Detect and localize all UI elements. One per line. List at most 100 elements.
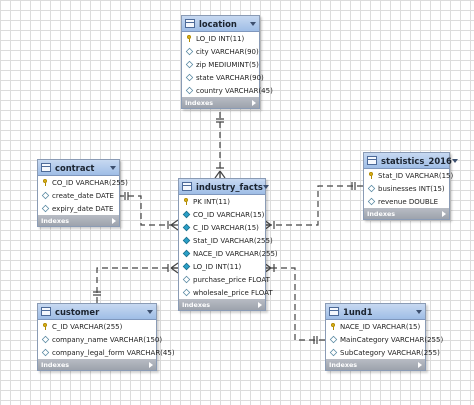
- collapse-arrow-icon[interactable]: [262, 184, 269, 189]
- indexes-section[interactable]: Indexes: [326, 359, 425, 370]
- table-header[interactable]: contract: [38, 160, 119, 176]
- table-header[interactable]: location: [182, 16, 259, 32]
- column-row[interactable]: company_legal_form VARCHAR(45): [38, 346, 175, 359]
- indexes-label: Indexes: [185, 98, 214, 107]
- foreign-key-diamond-icon: [182, 223, 191, 232]
- column-label: businesses INT(15): [378, 184, 445, 193]
- column-row[interactable]: PK INT(11): [179, 195, 265, 208]
- table-name: industry_facts: [196, 181, 263, 192]
- indexes-label: Indexes: [367, 209, 396, 218]
- table-icon: [367, 156, 377, 165]
- column-row[interactable]: C_ID VARCHAR(255): [38, 320, 156, 333]
- relationship-customer-industry-facts[interactable]: [93, 262, 179, 303]
- column-row[interactable]: C_ID VARCHAR(15): [179, 221, 265, 234]
- indexes-section[interactable]: Indexes: [38, 359, 156, 370]
- column-diamond-icon: [329, 348, 338, 357]
- expand-arrow-icon[interactable]: [149, 361, 153, 368]
- indexes-label: Indexes: [41, 216, 70, 225]
- relationship-contract-industry-facts[interactable]: [118, 192, 179, 231]
- table-name: customer: [55, 306, 100, 317]
- primary-key-icon: [42, 179, 49, 186]
- column-row[interactable]: SubCategory VARCHAR(255): [326, 346, 440, 359]
- table-industry-facts[interactable]: industry_facts PK INT(11) CO_ID VARCHAR(…: [178, 178, 278, 311]
- expand-arrow-icon[interactable]: [252, 99, 256, 106]
- table-name: location: [199, 18, 237, 29]
- foreign-key-diamond-icon: [182, 249, 191, 258]
- column-row[interactable]: LO_ID INT(11): [179, 260, 265, 273]
- table-statistics-2016[interactable]: statistics_2016 Stat_ID VARCHAR(15) busi…: [363, 152, 458, 220]
- column-label: Stat_ID VARCHAR(255): [193, 236, 273, 245]
- collapse-arrow-icon[interactable]: [250, 21, 256, 26]
- table-header[interactable]: statistics_2016: [364, 153, 458, 169]
- expand-arrow-icon[interactable]: [418, 361, 422, 368]
- column-row[interactable]: city VARCHAR(90): [182, 45, 259, 58]
- column-label: C_ID VARCHAR(15): [193, 223, 259, 232]
- column-diamond-icon: [367, 184, 376, 193]
- indexes-section[interactable]: Indexes: [38, 215, 119, 226]
- column-label: create_date DATE: [52, 191, 114, 200]
- column-label: NACE_ID VARCHAR(15): [340, 322, 421, 331]
- column-diamond-icon: [41, 348, 50, 357]
- column-label: expiry_date DATE: [52, 204, 114, 213]
- foreign-key-diamond-icon: [182, 210, 191, 219]
- indexes-section[interactable]: Indexes: [179, 299, 265, 310]
- indexes-label: Indexes: [182, 300, 211, 309]
- collapse-arrow-icon[interactable]: [110, 165, 116, 170]
- primary-key-icon: [186, 35, 193, 42]
- column-row[interactable]: Stat_ID VARCHAR(255): [179, 234, 273, 247]
- expand-arrow-icon[interactable]: [112, 217, 116, 224]
- expand-arrow-icon[interactable]: [258, 301, 262, 308]
- column-label: SubCategory VARCHAR(255): [340, 348, 440, 357]
- table-name: contract: [55, 162, 95, 173]
- column-row[interactable]: zip MEDIUMINT(5): [182, 58, 259, 71]
- column-row[interactable]: country VARCHAR(45): [182, 84, 273, 97]
- indexes-section[interactable]: Indexes: [182, 97, 259, 108]
- relationship-statistics-industry-facts[interactable]: [263, 182, 363, 231]
- column-label: zip MEDIUMINT(5): [196, 60, 259, 69]
- column-row[interactable]: NACE_ID VARCHAR(15): [326, 320, 425, 333]
- column-row[interactable]: company_name VARCHAR(150): [38, 333, 162, 346]
- column-diamond-icon: [185, 47, 194, 56]
- relationship-1und1-industry-facts[interactable]: [263, 262, 325, 344]
- column-diamond-icon: [185, 86, 194, 95]
- table-name: 1und1: [343, 306, 373, 317]
- column-label: purchase_price FLOAT: [193, 275, 270, 284]
- column-row[interactable]: MainCategory VARCHAR(255): [326, 333, 443, 346]
- primary-key-icon: [183, 198, 190, 205]
- column-label: state VARCHAR(90): [196, 73, 264, 82]
- table-icon: [185, 19, 195, 28]
- table-location[interactable]: location LO_ID INT(11) city VARCHAR(90) …: [181, 15, 273, 109]
- column-row[interactable]: businesses INT(15): [364, 182, 449, 195]
- column-label: LO_ID INT(11): [193, 262, 242, 271]
- column-row[interactable]: LO_ID INT(11): [182, 32, 259, 45]
- table-customer[interactable]: customer C_ID VARCHAR(255) company_name …: [37, 303, 175, 371]
- column-row[interactable]: state VARCHAR(90): [182, 71, 264, 84]
- table-icon: [329, 307, 339, 316]
- column-row[interactable]: NACE_ID VARCHAR(255): [179, 247, 278, 260]
- indexes-section[interactable]: Indexes: [364, 208, 449, 219]
- table-header[interactable]: industry_facts: [179, 179, 269, 195]
- table-header[interactable]: customer: [38, 304, 156, 320]
- column-row[interactable]: wholesale_price FLOAT: [179, 286, 273, 299]
- collapse-arrow-icon[interactable]: [416, 309, 422, 314]
- column-row[interactable]: CO_ID VARCHAR(255): [38, 176, 128, 189]
- collapse-arrow-icon[interactable]: [451, 158, 458, 163]
- table-contract[interactable]: contract CO_ID VARCHAR(255) create_date …: [37, 159, 128, 227]
- expand-arrow-icon[interactable]: [442, 210, 446, 217]
- collapse-arrow-icon[interactable]: [147, 309, 153, 314]
- table-header[interactable]: 1und1: [326, 304, 425, 320]
- column-row[interactable]: create_date DATE: [38, 189, 119, 202]
- column-row[interactable]: purchase_price FLOAT: [179, 273, 270, 286]
- column-row[interactable]: CO_ID VARCHAR(15): [179, 208, 265, 221]
- column-label: NACE_ID VARCHAR(255): [193, 249, 278, 258]
- column-label: CO_ID VARCHAR(15): [193, 210, 265, 219]
- column-label: city VARCHAR(90): [196, 47, 259, 56]
- column-label: revenue DOUBLE: [378, 197, 439, 206]
- column-label: C_ID VARCHAR(255): [52, 322, 123, 331]
- column-row[interactable]: Stat_ID VARCHAR(15): [364, 169, 453, 182]
- relationship-location-industry-facts[interactable]: [214, 112, 226, 179]
- column-row[interactable]: revenue DOUBLE: [364, 195, 449, 208]
- column-diamond-icon: [41, 335, 50, 344]
- column-row[interactable]: expiry_date DATE: [38, 202, 119, 215]
- table-1und1[interactable]: 1und1 NACE_ID VARCHAR(15) MainCategory V…: [325, 303, 443, 371]
